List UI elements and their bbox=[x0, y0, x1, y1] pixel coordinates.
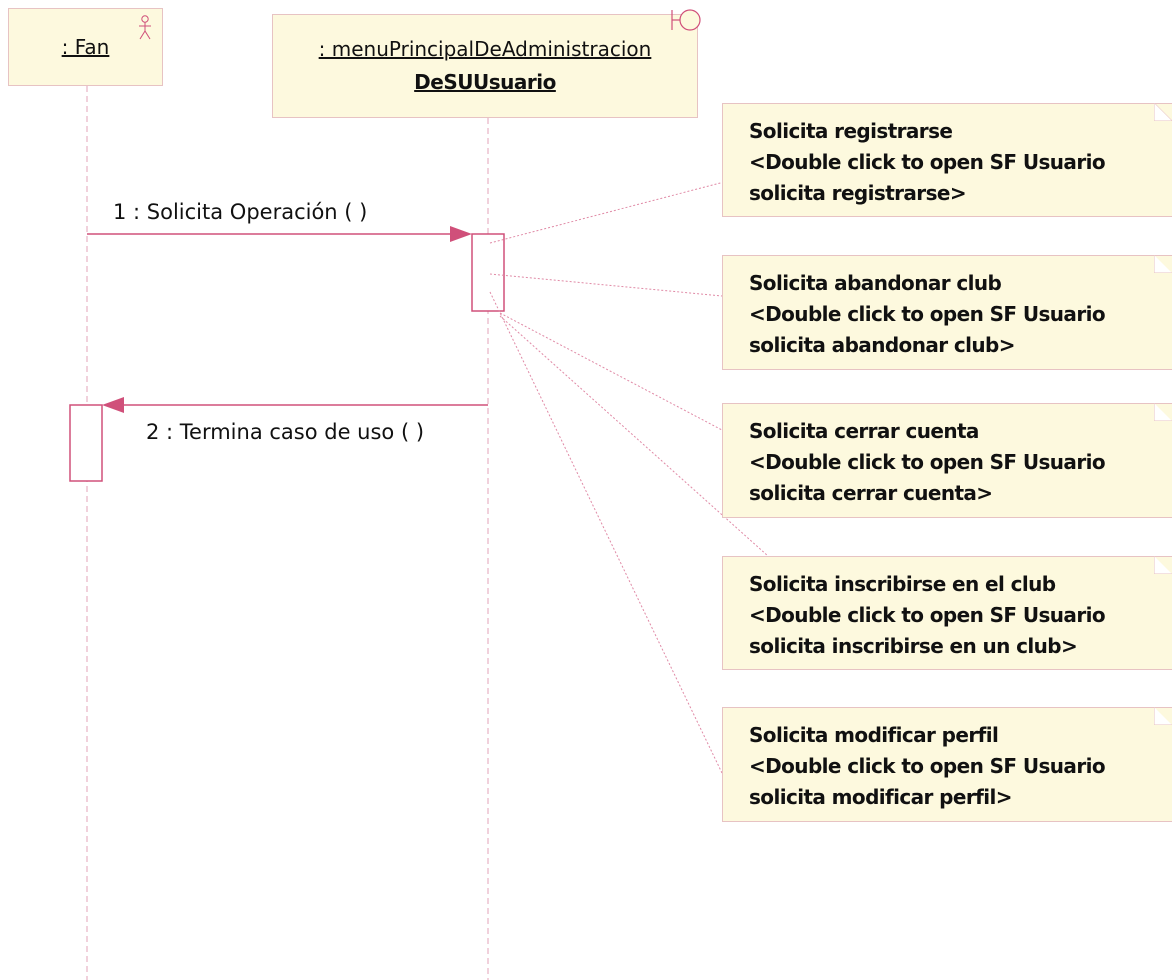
menu-name-line1: : menuPrincipalDeAdministracion bbox=[318, 37, 652, 61]
note-connector-3 bbox=[499, 312, 723, 431]
menu-lifeline-head[interactable]: : menuPrincipalDeAdministracion DeSUUsua… bbox=[272, 9, 701, 118]
note-solicita-cerrar-cuenta[interactable]: Solicita cerrar cuenta <Double click to … bbox=[722, 403, 1172, 518]
boundary-icon bbox=[671, 9, 701, 31]
note-link-text: <Double click to open SF Usuario bbox=[749, 754, 1106, 778]
fan-name: : Fan bbox=[61, 35, 110, 59]
message-2-arrowhead bbox=[102, 397, 124, 413]
note-fold-icon bbox=[1154, 103, 1172, 121]
note-link-target: solicita inscribirse en un club> bbox=[749, 634, 1078, 658]
message-2-label: 2 : Termina caso de uso ( ) bbox=[146, 420, 425, 444]
note-link-target: solicita modificar perfil> bbox=[749, 785, 1012, 809]
note-solicita-modificar-perfil[interactable]: Solicita modificar perfil <Double click … bbox=[722, 707, 1172, 822]
note-title: Solicita inscribirse en el club bbox=[749, 572, 1056, 596]
note-connector-5 bbox=[489, 291, 723, 774]
menu-activation bbox=[471, 233, 505, 312]
note-connector-1 bbox=[489, 181, 725, 244]
fan-activation bbox=[69, 404, 103, 482]
message-1-label: 1 : Solicita Operación ( ) bbox=[113, 200, 368, 224]
message-1-arrowhead bbox=[450, 226, 472, 242]
note-solicita-registrarse[interactable]: Solicita registrarse <Double click to op… bbox=[722, 103, 1172, 217]
note-link-target: solicita cerrar cuenta> bbox=[749, 481, 993, 505]
note-connector-2 bbox=[489, 273, 723, 297]
note-link-text: <Double click to open SF Usuario bbox=[749, 150, 1106, 174]
note-title: Solicita abandonar club bbox=[749, 271, 1002, 295]
note-fold-icon bbox=[1154, 255, 1172, 273]
note-title: Solicita cerrar cuenta bbox=[749, 419, 979, 443]
note-fold-icon bbox=[1154, 707, 1172, 725]
note-link-text: <Double click to open SF Usuario bbox=[749, 302, 1106, 326]
note-link-text: <Double click to open SF Usuario bbox=[749, 603, 1106, 627]
actor-icon bbox=[139, 15, 151, 40]
note-fold-icon bbox=[1154, 403, 1172, 421]
note-link-target: solicita registrarse> bbox=[749, 181, 967, 205]
note-solicita-inscribirse[interactable]: Solicita inscribirse en el club <Double … bbox=[722, 556, 1172, 670]
note-title: Solicita modificar perfil bbox=[749, 723, 999, 747]
note-link-target: solicita abandonar club> bbox=[749, 333, 1015, 357]
menu-name-line2: DeSUUsuario bbox=[414, 70, 556, 94]
note-solicita-abandonar-club[interactable]: Solicita abandonar club <Double click to… bbox=[722, 255, 1172, 370]
note-fold-icon bbox=[1154, 556, 1172, 574]
fan-lifeline-head[interactable]: : Fan bbox=[8, 8, 163, 86]
note-title: Solicita registrarse bbox=[749, 119, 953, 143]
note-link-text: <Double click to open SF Usuario bbox=[749, 450, 1106, 474]
